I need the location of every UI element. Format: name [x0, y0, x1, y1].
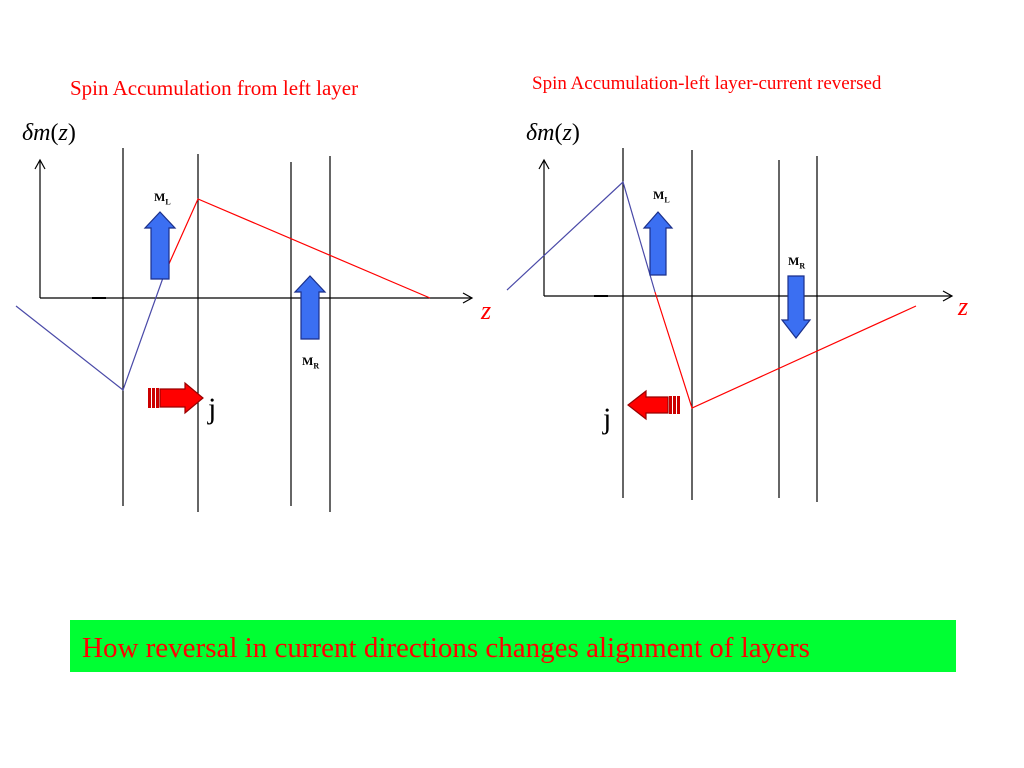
right-mr-label: MR [788, 254, 806, 271]
left-z-axis-label: z [481, 296, 492, 325]
right-z-axis-label: z [958, 292, 969, 321]
right-blue-accumulation-curve [506, 180, 656, 293]
right-panel-title: Spin Accumulation-left layer-current rev… [532, 73, 882, 94]
right-ml-arrow-icon [642, 211, 674, 276]
right-ml-label: ML [653, 188, 670, 205]
left-ml-arrow-icon [143, 211, 177, 280]
right-panel [506, 148, 954, 502]
right-current-label: j [603, 402, 612, 435]
right-red-accumulation-curve [654, 291, 917, 409]
left-mr-label: MR [302, 354, 320, 371]
caption-banner: How reversal in current directions chang… [70, 620, 956, 672]
left-current-arrow-icon [148, 381, 204, 415]
right-current-arrow-icon [627, 389, 680, 421]
left-red-accumulation-curve [163, 198, 431, 299]
left-current-label: j [208, 392, 217, 425]
left-ml-label: ML [154, 190, 171, 207]
left-blue-accumulation-curve [15, 274, 165, 391]
right-mr-arrow-icon [780, 275, 812, 339]
right-y-axis-label: δm(z) [526, 120, 580, 146]
left-panel [15, 148, 474, 512]
left-mr-arrow-icon [293, 275, 327, 340]
left-y-axis-label: δm(z) [22, 120, 76, 146]
caption-text: How reversal in current directions chang… [82, 632, 810, 664]
left-panel-title: Spin Accumulation from left layer [70, 76, 359, 100]
